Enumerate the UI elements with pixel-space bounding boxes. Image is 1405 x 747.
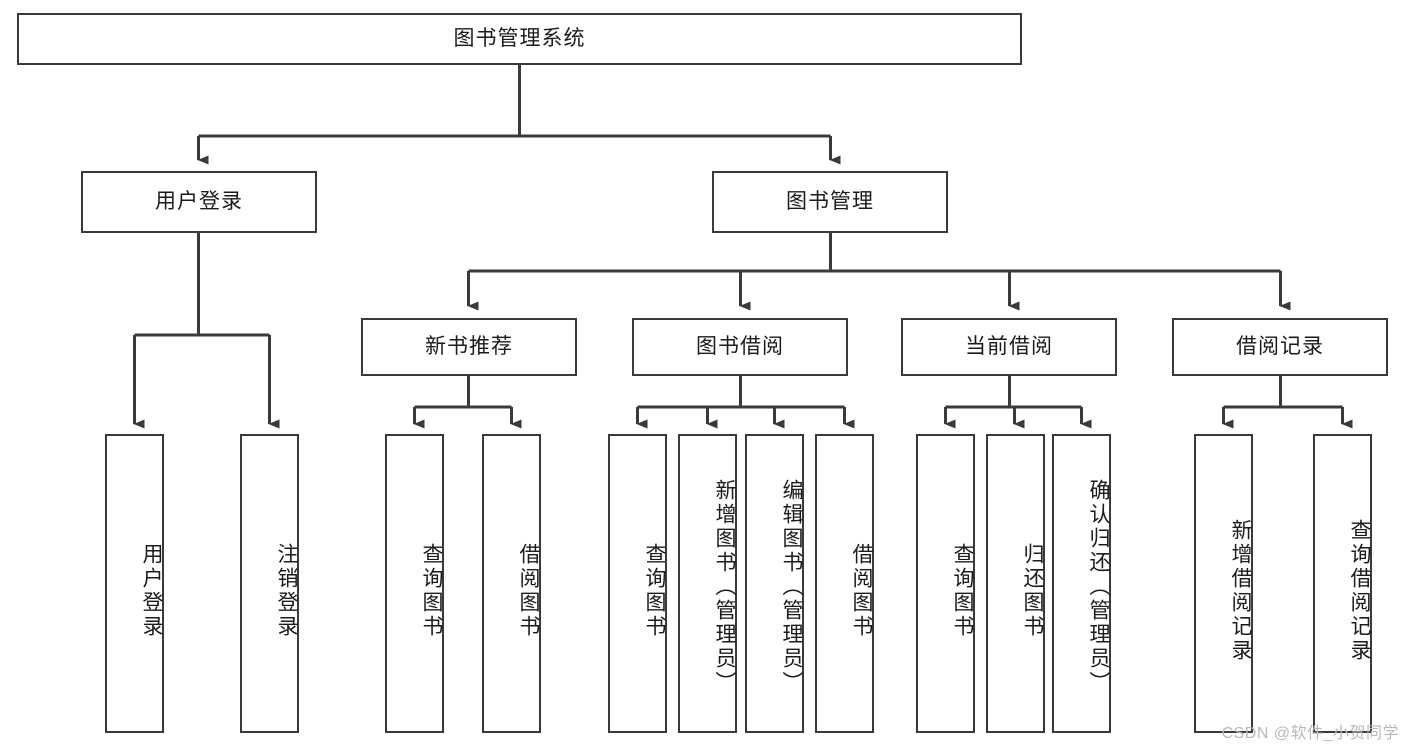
watermark-text: CSDN @软件_小贺同学: [1221, 725, 1399, 742]
leaf-current-borrow-return[interactable]: 归还图书: [986, 434, 1045, 733]
leaf-book-borrow-add[interactable]: 新增图书（管理员）: [678, 434, 737, 733]
leaf-new-book-borrow[interactable]: 借阅图书: [482, 434, 541, 733]
leaf-user-login-signout[interactable]: 注销登录: [240, 434, 299, 733]
node-label: 查询图书: [951, 542, 974, 639]
node-label: 当前借阅: [965, 334, 1053, 358]
node-label: 用户登录: [155, 189, 243, 213]
node-label: 注销登录: [275, 542, 298, 639]
leaf-book-borrow-edit[interactable]: 编辑图书（管理员）: [745, 434, 804, 733]
leaf-borrow-record-query[interactable]: 查询借阅记录: [1313, 434, 1372, 733]
node-label: 借阅图书: [850, 542, 873, 639]
leaf-current-borrow-confirm[interactable]: 确认归还（管理员）: [1052, 434, 1111, 733]
leaf-current-borrow-query[interactable]: 查询图书: [916, 434, 975, 733]
leaf-new-book-query[interactable]: 查询图书: [385, 434, 444, 733]
node-label: 确认归还（管理员）: [1087, 478, 1110, 695]
leaf-borrow-record-add[interactable]: 新增借阅记录: [1194, 434, 1253, 733]
node-label: 借阅记录: [1236, 334, 1324, 358]
node-label: 图书管理: [786, 189, 874, 213]
leaf-book-borrow-query[interactable]: 查询图书: [608, 434, 667, 733]
node-label: 编辑图书（管理员）: [780, 478, 803, 695]
node-label: 图书管理系统: [453, 26, 586, 50]
leaf-user-login-signin[interactable]: 用户登录: [105, 434, 164, 733]
node-book-management[interactable]: 图书管理: [712, 171, 948, 233]
node-label: 新增借阅记录: [1229, 518, 1252, 663]
node-borrow-record[interactable]: 借阅记录: [1172, 318, 1388, 376]
node-label: 图书借阅: [696, 334, 784, 358]
leaf-book-borrow-lend[interactable]: 借阅图书: [815, 434, 874, 733]
node-label: 用户登录: [140, 542, 163, 639]
node-user-login[interactable]: 用户登录: [81, 171, 317, 233]
node-root-system[interactable]: 图书管理系统: [17, 13, 1022, 65]
node-new-book-recommend[interactable]: 新书推荐: [361, 318, 577, 376]
node-book-borrow[interactable]: 图书借阅: [632, 318, 848, 376]
node-label: 新书推荐: [425, 334, 513, 358]
node-label: 借阅图书: [517, 542, 540, 639]
node-label: 新增图书（管理员）: [713, 478, 736, 695]
node-label: 查询借阅记录: [1348, 518, 1371, 663]
node-label: 归还图书: [1021, 542, 1044, 639]
node-label: 查询图书: [643, 542, 666, 639]
node-label: 查询图书: [420, 542, 443, 639]
node-current-borrow[interactable]: 当前借阅: [901, 318, 1117, 376]
